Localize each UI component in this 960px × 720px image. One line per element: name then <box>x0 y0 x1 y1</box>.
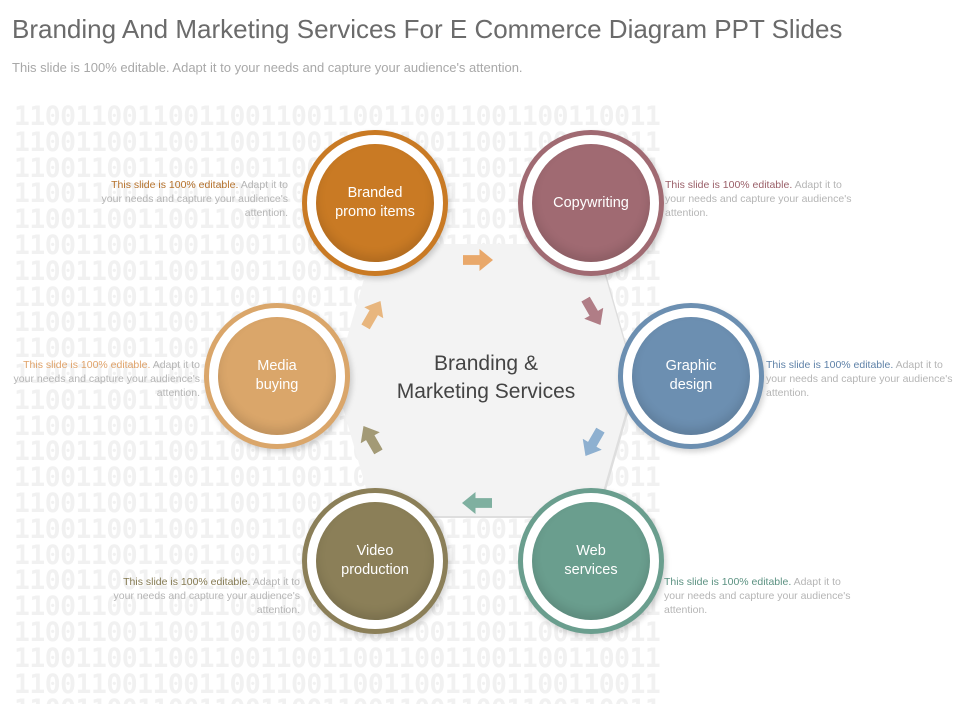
note-lead: This slide is 100% editable. <box>111 179 239 191</box>
center-label-line1: Branding & <box>434 352 538 375</box>
node-label-line2: buying <box>255 377 299 393</box>
node-label-line2: design <box>669 377 713 393</box>
slide-subtitle: This slide is 100% editable. Adapt it to… <box>12 60 523 75</box>
note-lead: This slide is 100% editable. <box>23 359 151 371</box>
node-branded-promo-items-fill: Branded promo items <box>316 144 434 262</box>
slide-title: Branding And Marketing Services For E Co… <box>12 14 843 44</box>
node-copywriting: Copywriting <box>518 130 664 276</box>
note-rest: Adapt it to your needs and capture your … <box>665 179 852 219</box>
center-label-line2: Marketing Services <box>396 380 576 403</box>
note-rest: Adapt it to your needs and capture your … <box>13 359 200 399</box>
note-lead: This slide is 100% editable. <box>665 179 793 191</box>
note-lead: This slide is 100% editable. <box>123 576 251 588</box>
note-media-buying: This slide is 100% editable. Adapt it to… <box>10 358 200 400</box>
node-branded-promo-items: Branded promo items <box>302 130 448 276</box>
node-label-line1: Video <box>356 543 394 559</box>
node-video-production-fill: Video production <box>316 502 434 620</box>
node-web-services: Web services <box>518 488 664 634</box>
note-web-services: This slide is 100% editable. Adapt it to… <box>664 575 854 617</box>
node-video-production: Video production <box>302 488 448 634</box>
note-rest: Adapt it to your needs and capture your … <box>113 576 300 616</box>
note-lead: This slide is 100% editable. <box>766 359 894 371</box>
center-hexagon <box>335 244 635 516</box>
node-label-line1: Media <box>257 358 297 374</box>
node-label-line1: Branded <box>347 185 403 201</box>
note-video-production: This slide is 100% editable. Adapt it to… <box>110 575 300 617</box>
node-label-line1: Copywriting <box>553 194 629 211</box>
note-branded-promo-items: This slide is 100% editable. Adapt it to… <box>98 178 288 220</box>
note-copywriting: This slide is 100% editable. Adapt it to… <box>665 178 855 220</box>
node-label-line2: promo items <box>335 204 415 220</box>
node-label-line1: Web <box>576 543 606 559</box>
node-media-buying-fill: Media buying <box>218 317 336 435</box>
node-media-buying: Media buying <box>204 303 350 449</box>
note-rest: Adapt it to your needs and capture your … <box>101 179 288 219</box>
node-graphic-design: Graphic design <box>618 303 764 449</box>
node-graphic-design-fill: Graphic design <box>632 317 750 435</box>
node-copywriting-fill: Copywriting <box>532 144 650 262</box>
node-label-line2: services <box>564 562 618 578</box>
center-label: Branding & Marketing Services <box>375 350 597 406</box>
node-label-line2: production <box>341 562 409 578</box>
note-rest: Adapt it to your needs and capture your … <box>664 576 851 616</box>
note-graphic-design: This slide is 100% editable. Adapt it to… <box>766 358 956 400</box>
note-lead: This slide is 100% editable. <box>664 576 792 588</box>
node-label-line1: Graphic <box>665 358 717 374</box>
note-rest: Adapt it to your needs and capture your … <box>766 359 953 399</box>
node-web-services-fill: Web services <box>532 502 650 620</box>
